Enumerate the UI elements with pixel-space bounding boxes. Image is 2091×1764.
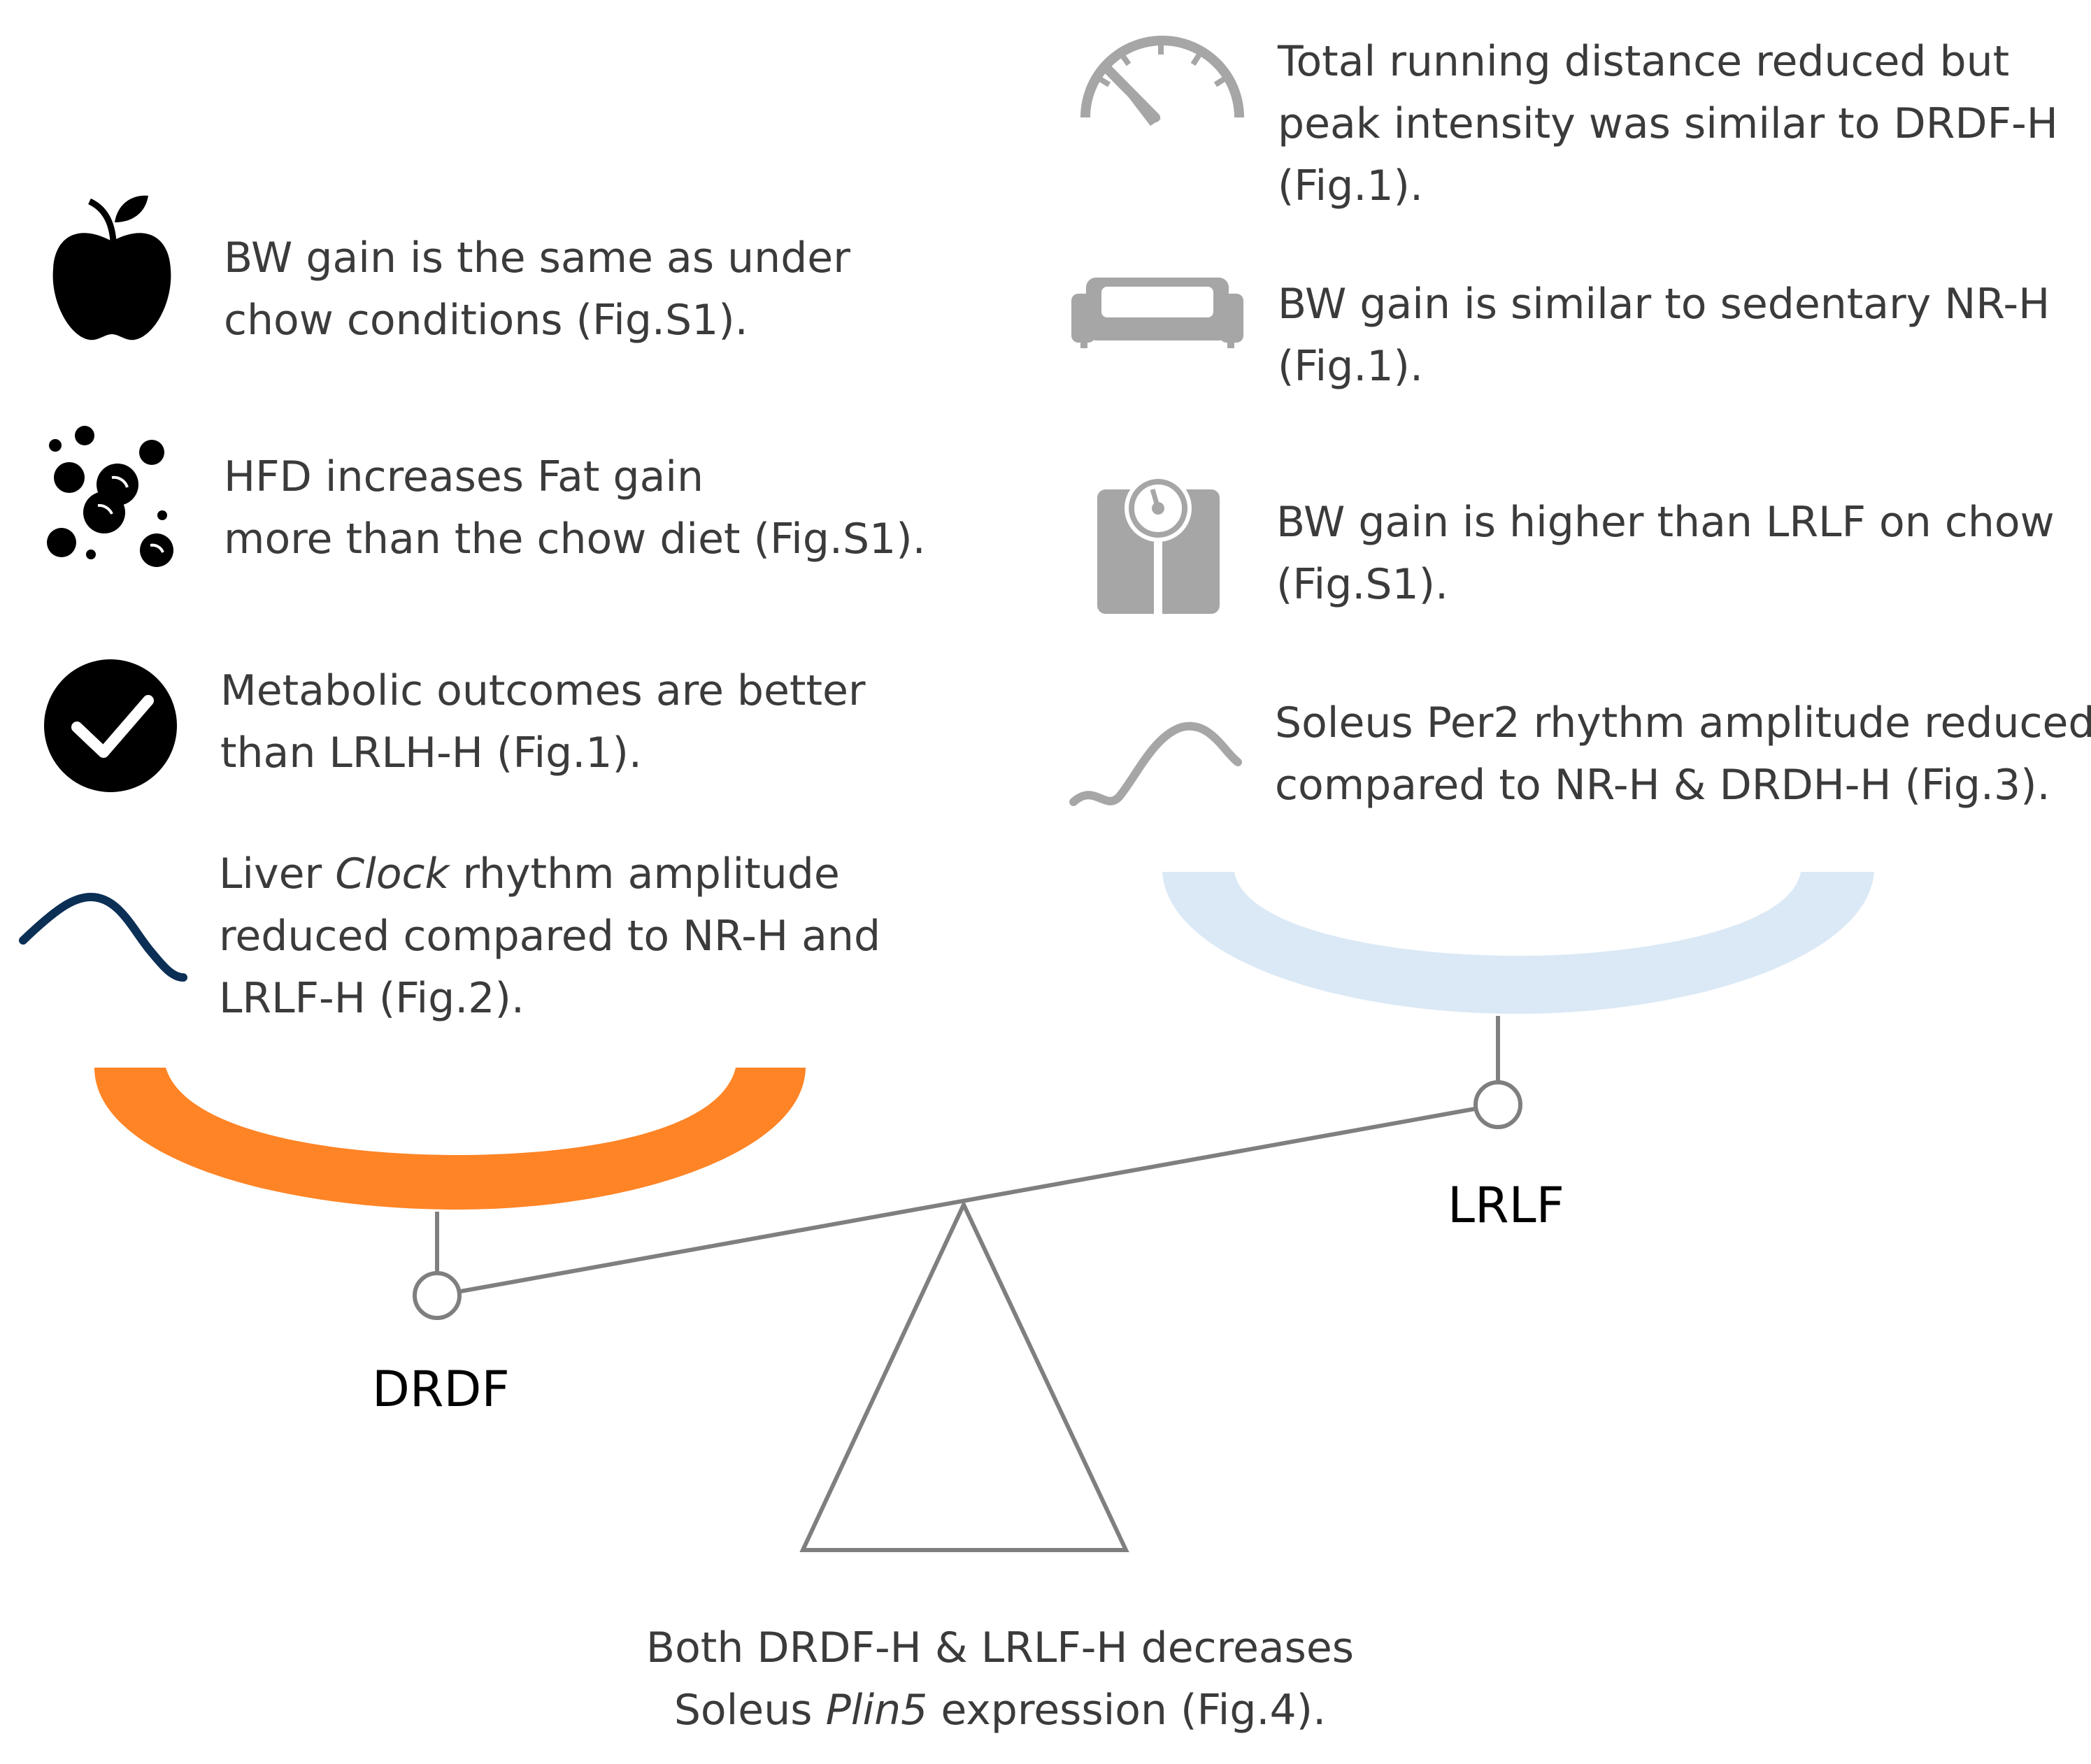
left-pan — [94, 1068, 806, 1210]
liver-caption-post: rhythm amplitude — [449, 849, 840, 898]
footer-line-2: Soleus Plin5 expression (Fig.4). — [0, 1679, 2000, 1742]
soleus-caption: Soleus Per2 rhythm amplitude reduced com… — [1275, 692, 2091, 817]
apple-caption-line-2: chow conditions (Fig.S1). — [224, 296, 748, 345]
running-caption-line-2: peak intensity was similar to DRDF-H — [1278, 99, 2058, 148]
checkmark-icon — [44, 659, 177, 792]
metabolic-caption: Metabolic outcomes are better than LRLH-… — [220, 660, 866, 784]
scale-caption: BW gain is higher than LRLF on chow (Fig… — [1276, 492, 2055, 616]
scale-caption-line-1: BW gain is higher than LRLF on chow — [1276, 498, 2055, 547]
left-pan-label: DRDF — [372, 1361, 510, 1418]
running-caption-line-1: Total running distance reduced but — [1278, 37, 2010, 86]
soleus-caption-line-1: Soleus Per2 rhythm amplitude reduced — [1275, 698, 2091, 747]
running-caption-line-3: (Fig.1). — [1278, 162, 1424, 210]
liver-caption: Liver Clock rhythm amplitude reduced com… — [219, 843, 880, 1030]
right-pan-label: LRLF — [1448, 1177, 1564, 1234]
left-pivot-circle — [413, 1271, 462, 1320]
footer-gene: Plin5 — [825, 1686, 928, 1735]
apple-icon — [52, 195, 171, 340]
soleus-caption-line-2: compared to NR-H & DRDH-H (Fig.3). — [1275, 761, 2050, 810]
sedentary-caption-line-1: BW gain is similar to sedentary NR-H — [1278, 280, 2050, 329]
apple-caption: BW gain is the same as under chow condit… — [224, 227, 850, 352]
footer-caption: Both DRDF-H & LRLF-H decreases Soleus Pl… — [0, 1617, 2000, 1742]
metabolic-caption-line-2: than LRLH-H (Fig.1). — [220, 729, 642, 777]
liver-caption-pre: Liver — [219, 849, 336, 898]
fat-bubbles-icon — [47, 426, 173, 567]
fulcrum-triangle — [799, 1199, 1129, 1552]
liver-wave-icon — [19, 892, 187, 982]
footer-line-1: Both DRDF-H & LRLF-H decreases — [645, 1623, 1355, 1672]
metabolic-caption-line-1: Metabolic outcomes are better — [220, 666, 866, 715]
liver-caption-line-2: reduced compared to NR-H and — [219, 912, 881, 961]
right-pivot-circle — [1473, 1080, 1522, 1129]
scale-caption-line-2: (Fig.S1). — [1276, 560, 1449, 609]
liver-caption-line-1: Liver Clock rhythm amplitude — [219, 843, 880, 905]
running-caption: Total running distance reduced but peak … — [1278, 31, 2058, 217]
apple-caption-line-1: BW gain is the same as under — [224, 234, 850, 282]
right-pan — [1162, 872, 1874, 1014]
soleus-wave-icon — [1069, 722, 1242, 806]
fat-caption-line-2: more than the chow diet (Fig.S1). — [224, 515, 926, 564]
footer-line-2-pre: Soleus — [673, 1686, 826, 1735]
fat-caption: HFD increases Fat gain more than the cho… — [224, 446, 926, 571]
balance-beam — [436, 1103, 1499, 1298]
fat-caption-line-1: HFD increases Fat gain — [224, 452, 704, 501]
liver-caption-line-3: LRLF-H (Fig.2). — [219, 974, 524, 1023]
sofa-icon — [1071, 278, 1243, 348]
liver-caption-gene: Clock — [335, 849, 450, 898]
sedentary-caption: BW gain is similar to sedentary NR-H (Fi… — [1278, 273, 2050, 398]
weighing-scale-icon — [1097, 475, 1220, 614]
footer-line-2-post: expression (Fig.4). — [927, 1686, 1327, 1735]
sedentary-caption-line-2: (Fig.1). — [1278, 342, 1424, 391]
speedometer-icon — [1080, 36, 1244, 126]
